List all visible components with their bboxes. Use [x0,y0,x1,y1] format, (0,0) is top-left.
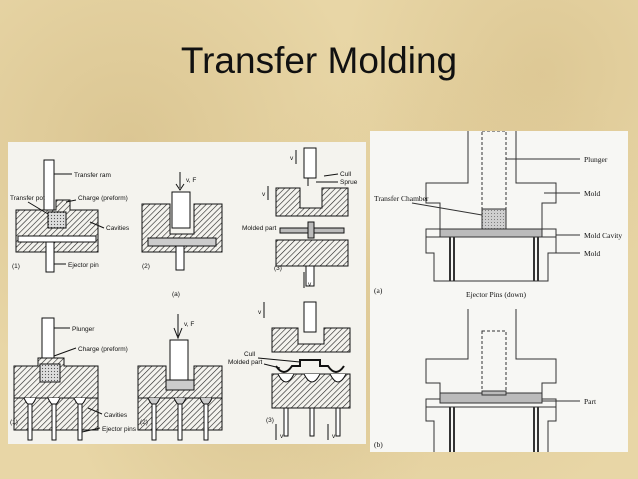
label-cull-top: Cull [340,171,352,178]
label-cavities-bottom: Cavities [104,412,128,419]
label-cull-bottom: Cull [244,351,256,358]
label-plunger-right: Plunger [584,155,608,164]
slide-title: Transfer Molding [180,40,458,81]
steps-diagram: Transfer ram Transfer pot Charge (prefor… [10,147,358,441]
label-v-top-2: v [262,191,266,198]
label-v-top-1: v [290,155,294,162]
label-charge-bottom: Charge (preform) [78,346,128,353]
top-step-3-diagram [267,147,349,288]
bottom-step-1-number: (1) [10,419,18,426]
label-ejector-pin: Ejector pin [68,262,99,269]
label-transfer-pot: Transfer pot [10,195,45,202]
top-step-1-diagram [15,159,105,273]
label-charge-top: Charge (preform) [78,195,128,202]
top-panel-label: (a) [172,291,180,298]
section-a-diagram [411,131,580,282]
label-ejector-pins-down: Ejector Pins (down) [466,290,526,299]
label-sprue: Sprue [340,179,358,186]
top-step-1-number: (1) [12,263,20,270]
transfer-molding-section-figure: Plunger Mold Transfer Chamber Mold Cavit… [370,131,628,452]
label-a-right: (a) [374,286,383,295]
label-molded-part-bottom: Molded part [228,359,263,366]
label-force-bottom: v, F [184,321,194,328]
label-v-bottom-3: v [332,433,336,440]
bottom-step-3-diagram [257,301,351,440]
label-plunger-bottom: Plunger [72,326,95,333]
label-v-bottom-1: v [258,309,262,316]
label-transfer-ram: Transfer ram [74,172,111,179]
label-transfer-chamber: Transfer Chamber [374,194,429,203]
label-ejector-pins-bottom: Ejector pins [102,426,137,433]
top-step-2-diagram [141,172,223,271]
bottom-step-3-number: (3) [266,417,274,424]
label-mold-right-2: Mold [584,249,601,258]
label-mold-cavity: Mold Cavity [584,231,622,240]
top-step-2-number: (2) [142,263,150,270]
section-b-diagram [425,309,580,452]
label-mold-right-1: Mold [584,189,601,198]
label-v-bottom-2: v [280,433,284,440]
label-molded-part-top: Molded part [242,225,277,232]
label-part: Part [584,397,597,406]
section-diagram: Plunger Mold Transfer Chamber Mold Cavit… [374,131,622,452]
label-cavities-top: Cavities [106,225,130,232]
label-v-top-3: v [308,281,312,288]
bottom-step-2-number: (2) [140,419,148,426]
bottom-step-2-diagram [137,314,223,441]
bottom-step-1-diagram [13,317,103,441]
label-b-right: (b) [374,440,383,449]
label-force-top: v, F [186,177,196,184]
transfer-molding-steps-figure: Transfer ram Transfer pot Charge (prefor… [8,142,366,444]
top-step-3-number: (3) [274,265,282,272]
